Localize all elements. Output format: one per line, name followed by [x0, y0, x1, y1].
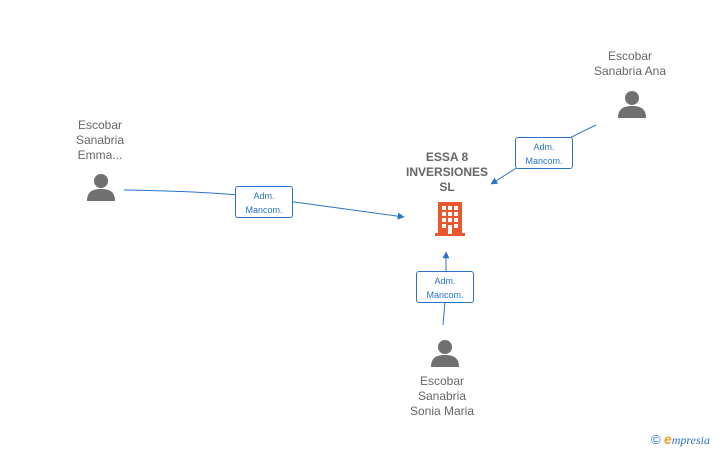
person-name-ana[interactable]: Escobar Sanabria Ana [580, 49, 680, 79]
company-name-line: ESSA 8 [425, 150, 469, 164]
person-icon[interactable] [617, 89, 647, 119]
relation-label-line: Adm. [533, 142, 555, 152]
person-name-line: Sanabria [75, 133, 125, 147]
brand-logo-initial: e [663, 431, 672, 447]
person-name-line: Escobar [607, 49, 653, 63]
relation-label-line: Mancom. [245, 205, 283, 215]
copyright-symbol: © [651, 432, 661, 447]
person-icon[interactable] [86, 172, 116, 202]
relation-label-emma[interactable]: Adm. Mancom. [235, 186, 293, 218]
person-name-line: Sonia Maria [409, 404, 475, 418]
company-name[interactable]: ESSA 8 INVERSIONES SL [397, 150, 497, 195]
company-name-line: SL [439, 180, 455, 194]
footer-brand[interactable]: © empresia [651, 430, 710, 448]
relation-label-line: Adm. [434, 276, 456, 286]
relation-label-ana[interactable]: Adm. Mancom. [515, 137, 573, 169]
person-icon[interactable] [430, 338, 460, 368]
person-name-sonia[interactable]: Escobar Sanabria Sonia Maria [392, 374, 492, 419]
relation-label-sonia[interactable]: Adm. Mancom. [416, 271, 474, 303]
relation-label-line: Mancom. [426, 290, 464, 300]
brand-logo-text: mpresia [671, 433, 710, 447]
company-name-line: INVERSIONES [405, 165, 489, 179]
relation-label-line: Mancom. [525, 156, 563, 166]
relation-label-line: Adm. [253, 191, 275, 201]
person-name-line: Escobar [419, 374, 465, 388]
person-name-emma[interactable]: Escobar Sanabria Emma... [58, 118, 142, 163]
person-name-line: Sanabria Ana [593, 64, 667, 78]
person-name-line: Sanabria [417, 389, 467, 403]
person-name-line: Emma... [77, 148, 123, 162]
building-icon[interactable] [433, 199, 467, 237]
person-name-line: Escobar [77, 118, 123, 132]
